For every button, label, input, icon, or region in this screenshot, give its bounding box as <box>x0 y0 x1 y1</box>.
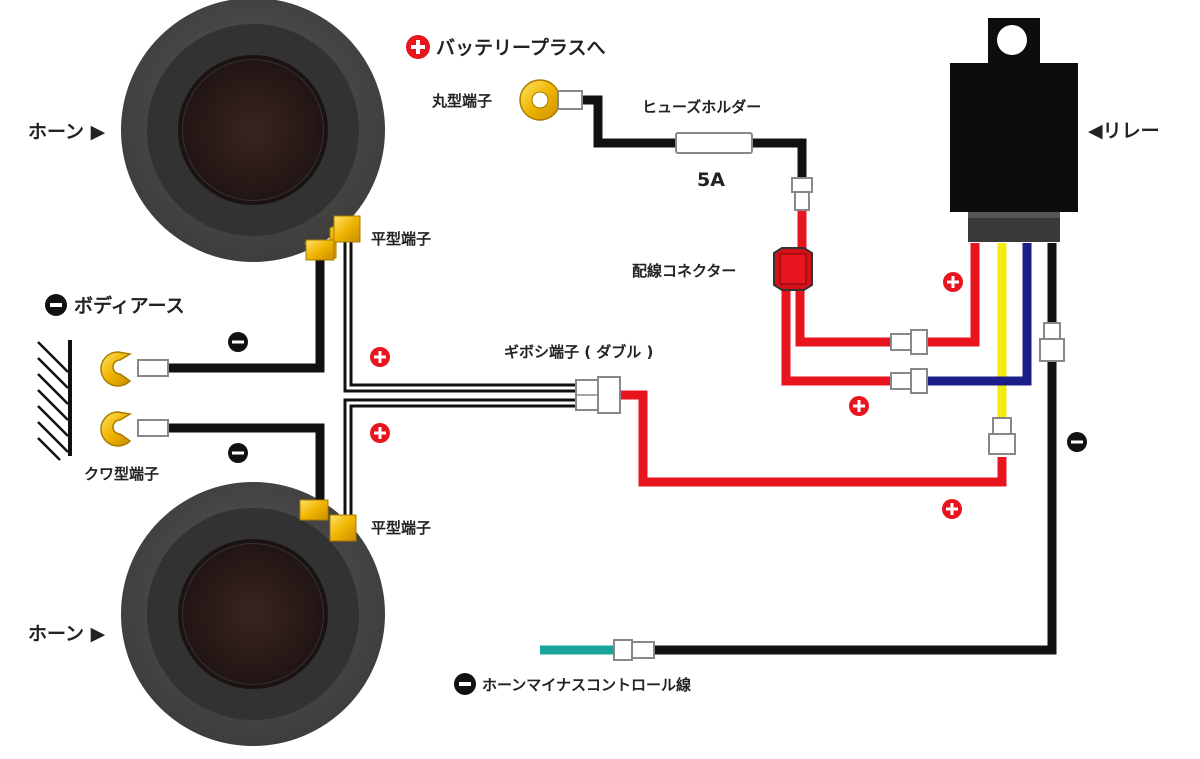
minus-badge-lower-ground <box>228 443 248 463</box>
plus-badge-connector <box>849 396 869 416</box>
minus-badge-control <box>454 673 476 695</box>
kuwa-terminal-lower <box>100 411 169 447</box>
plus-badge-battery <box>406 35 430 59</box>
round-terminal <box>519 79 583 121</box>
minus-badge-upper-ground <box>228 332 248 352</box>
body-earth-ground <box>37 340 72 461</box>
connector-battery-line <box>791 177 813 211</box>
relay-label: ◀リレー <box>1088 120 1160 142</box>
round-terminal-label: 丸型端子 <box>431 92 492 110</box>
flat-terminal-top <box>304 215 361 261</box>
flat-terminal-bottom <box>299 499 357 542</box>
connector-control-line <box>613 639 655 661</box>
plus-badge-yellow <box>942 499 962 519</box>
minus-badge-relay <box>1067 432 1087 452</box>
gibosi-double-terminal <box>575 376 621 414</box>
red-wires <box>620 208 1007 487</box>
horn-bottom <box>121 482 385 746</box>
horn-bottom-label: ホーン ▶ <box>28 623 106 645</box>
battery-plus-label: バッテリープラスへ <box>436 36 605 59</box>
connector-red-upper <box>890 329 928 355</box>
kuwa-terminal-label: クワ型端子 <box>84 465 159 483</box>
plus-badge-relay <box>943 272 963 292</box>
plus-badge-flat-upper <box>370 347 390 367</box>
flat-terminal-top-label: 平型端子 <box>371 230 431 248</box>
relay <box>950 18 1078 242</box>
relay-minus-wire <box>650 243 1057 655</box>
battery-wire <box>580 95 807 178</box>
body-earth-label: ボディアース <box>74 294 185 317</box>
gibosi-double-label: ギボシ端子 ( ダブル ) <box>504 343 653 361</box>
plus-badge-flat-lower <box>370 423 390 443</box>
minus-badge-body-earth <box>45 294 67 316</box>
wiring-connector-label: 配線コネクター <box>632 262 736 280</box>
fuse-rating-label: 5A <box>697 169 725 191</box>
horn-minus-control-label: ホーンマイナスコントロール線 <box>482 676 691 694</box>
connector-relay-minus <box>1039 322 1065 362</box>
horn-top <box>121 0 385 262</box>
flat-terminal-wires <box>343 242 578 520</box>
fuse-holder-label: ヒューズホルダー <box>642 98 761 116</box>
ground-wires <box>168 258 325 505</box>
fuse-holder <box>675 132 753 154</box>
connector-yellow <box>988 417 1016 455</box>
flat-terminal-bottom-label: 平型端子 <box>371 519 431 537</box>
wiring-connector <box>773 247 813 291</box>
kuwa-terminal-upper <box>100 351 169 387</box>
blue-wire <box>926 243 1032 386</box>
connector-red-lower <box>890 368 928 394</box>
horn-top-label: ホーン ▶ <box>28 121 106 143</box>
